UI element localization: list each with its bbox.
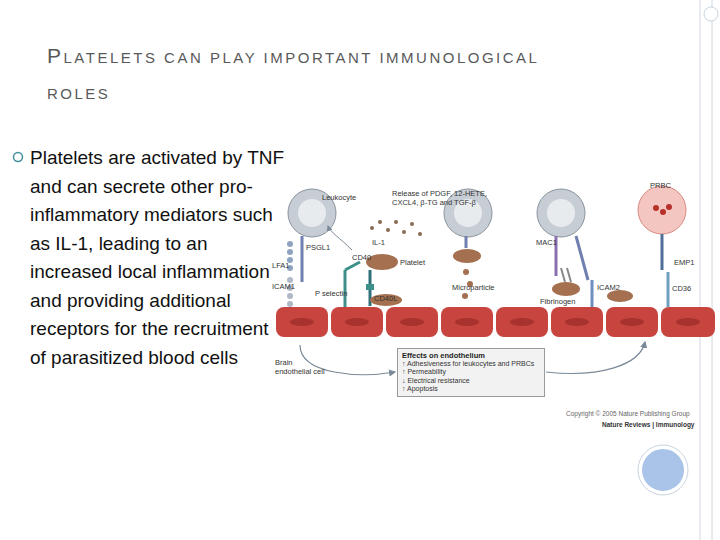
template-ring (638, 445, 688, 495)
bullet-text: Platelets are activated by TNF and can s… (30, 144, 285, 372)
particle-label: Microparticle (452, 283, 495, 292)
effects-box: Effects on endothelium↑ Adhesiveness for… (397, 348, 545, 397)
bullet-mark (14, 153, 23, 162)
platelet-cell (366, 249, 633, 306)
receptor-label: ICAM1 (272, 282, 295, 291)
leader-arrow (546, 342, 645, 373)
receptor-label: PSGL1 (306, 243, 330, 252)
cell-label: Leukocyte (322, 193, 356, 202)
receptor-sticks (287, 234, 668, 307)
cell-label: Brain endothelial cell (275, 358, 325, 376)
receptor-label: EMP1 (674, 258, 694, 267)
template-circle (641, 448, 685, 492)
receptor-label: P selectin (315, 289, 347, 298)
cell-label: Platelet (400, 258, 425, 267)
effect-item: ↑ Permeability (402, 368, 540, 376)
receptor-label: CD40L (374, 294, 397, 303)
template-line (700, 0, 701, 540)
endothelium (276, 307, 715, 337)
effect-item: ↓ Electrical resistance (402, 377, 540, 385)
journal-credit: Nature Reviews | Immunology (602, 420, 694, 429)
receptor-label: CD36 (672, 284, 691, 293)
leader-arrow (328, 226, 352, 250)
copyright-note: Copyright © 2005 Nature Publishing Group (566, 409, 690, 418)
effect-item: ↑ Adhesiveness for leukocytes and PRBCs (402, 360, 540, 368)
mediator-label: IL-1 (372, 238, 385, 247)
receptor-label: MAC1 (536, 238, 557, 247)
leukocyte-cell (288, 189, 585, 237)
receptor-label: ICAM2 (597, 283, 620, 292)
release-note: Release of PDGF, 12-HETE, CXCL4, β-TG an… (392, 189, 504, 207)
molecule-label: Fibrinogen (540, 297, 575, 306)
parasitized-red-cell (638, 186, 686, 234)
effect-item: ↑ Apoptosis (402, 385, 540, 393)
cell-label: PRBC (650, 181, 671, 190)
receptor-label: CD40 (352, 253, 371, 262)
slide-title: PLATELETS CAN PLAY IMPORTANT IMMUNOLOGIC… (47, 38, 607, 112)
box-heading: Effects on endothelium (402, 351, 540, 360)
template-line (712, 0, 713, 540)
template-dot (704, 7, 718, 21)
receptor-label: LFA1 (272, 261, 290, 270)
